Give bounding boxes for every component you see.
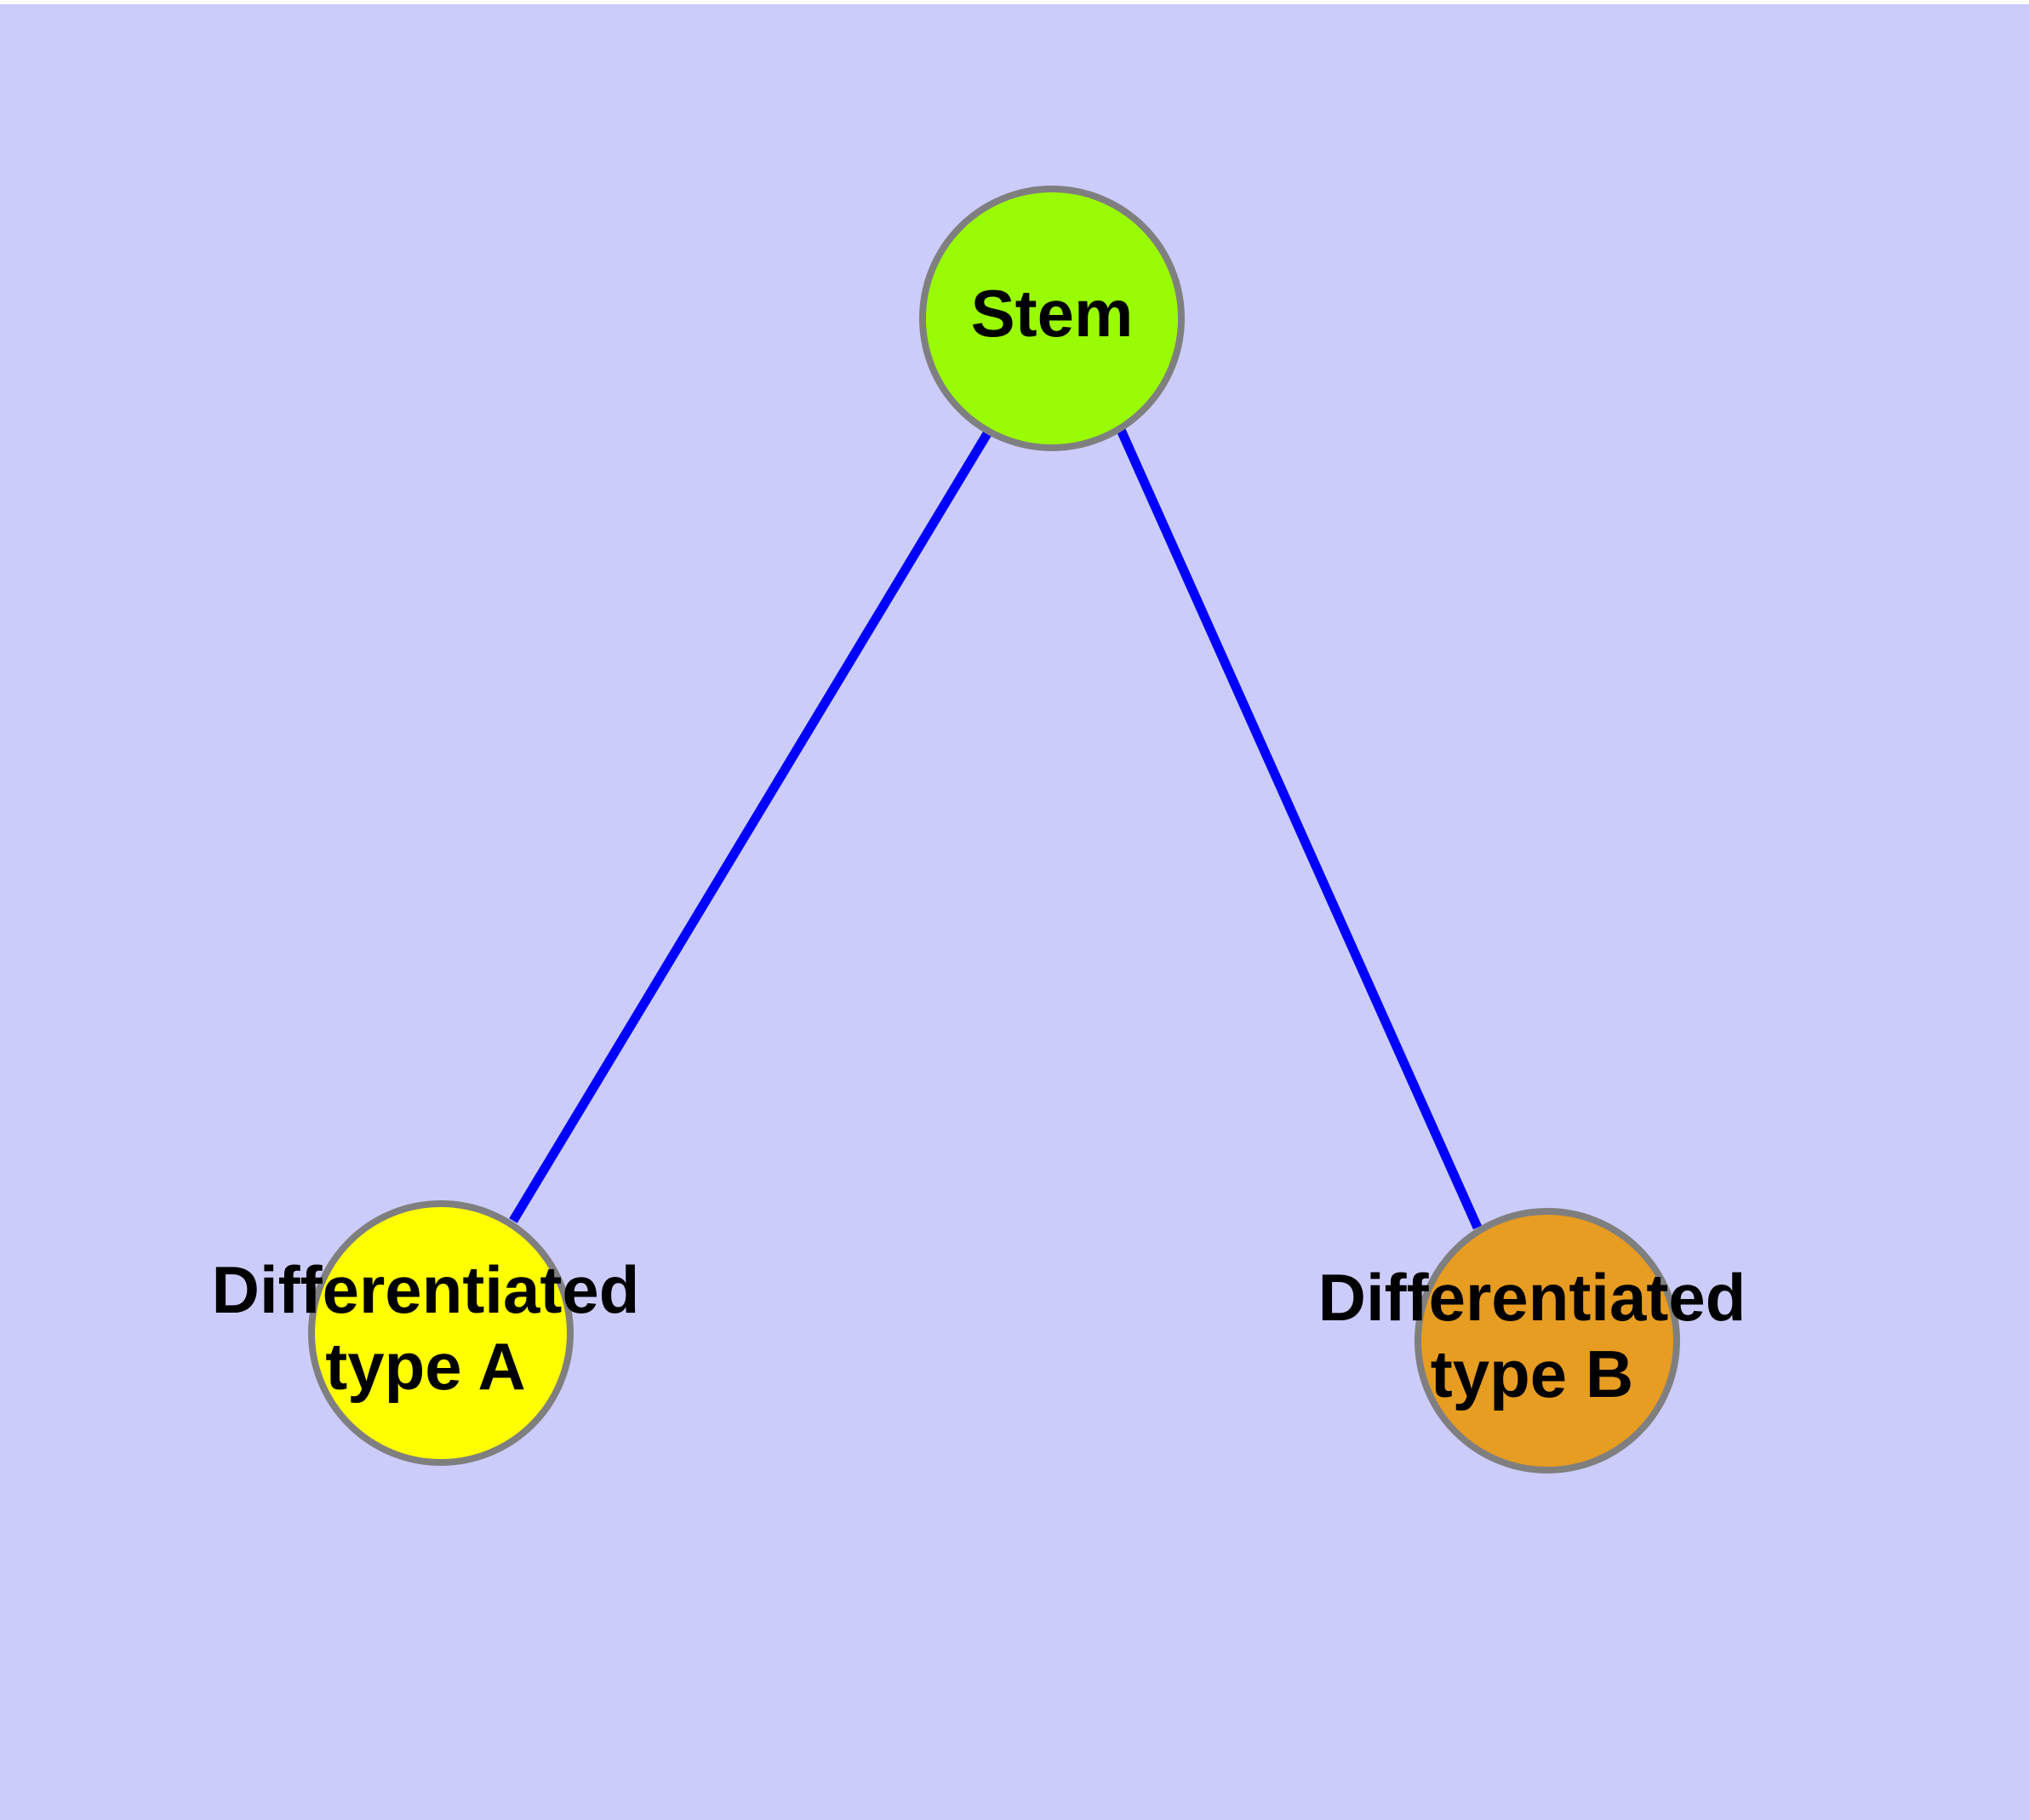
edge-group — [509, 427, 1483, 1230]
node-circle-stem[interactable] — [919, 186, 1185, 451]
node-group-stem[interactable]: Stem — [919, 186, 1185, 451]
edge-stem-to-differentiated-type-b[interactable] — [1116, 427, 1483, 1230]
node-label-stem: Stem — [971, 276, 1134, 351]
node-circle-differentiated-type-b[interactable] — [1415, 1208, 1680, 1474]
node-circle-differentiated-type-a[interactable] — [308, 1200, 574, 1466]
edge-stem-to-differentiated-type-a[interactable] — [509, 428, 993, 1223]
